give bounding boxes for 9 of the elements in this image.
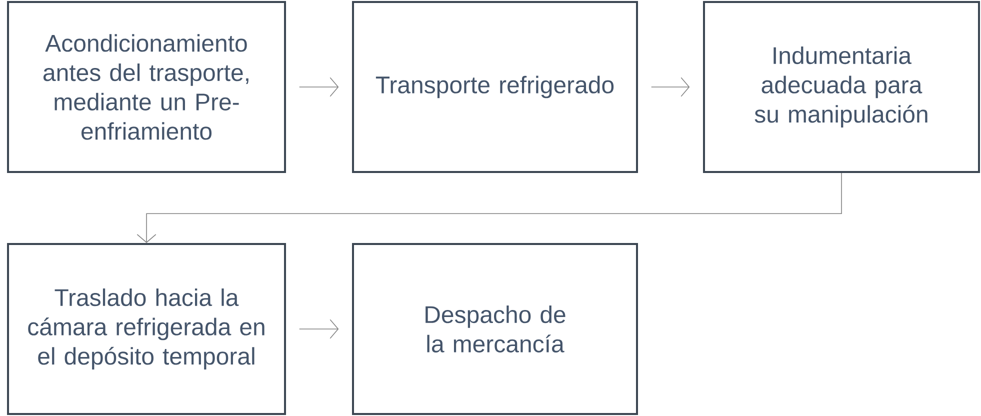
process-box: Despacho de la mercancía xyxy=(352,243,638,415)
process-box: Acondicionamiento antes del trasporte, mediante un Pre-enfriamiento xyxy=(7,1,286,173)
arrow xyxy=(298,77,339,97)
arrow xyxy=(650,77,690,97)
arrow xyxy=(298,319,339,339)
process-box: Transporte refrigerado xyxy=(352,1,638,173)
arrow xyxy=(136,172,842,243)
process-box: Indumentaria adecuada para su manipulación xyxy=(703,1,980,173)
process-box: Traslado hacia la cámara refrigerada en el depósito temporal xyxy=(7,243,286,415)
